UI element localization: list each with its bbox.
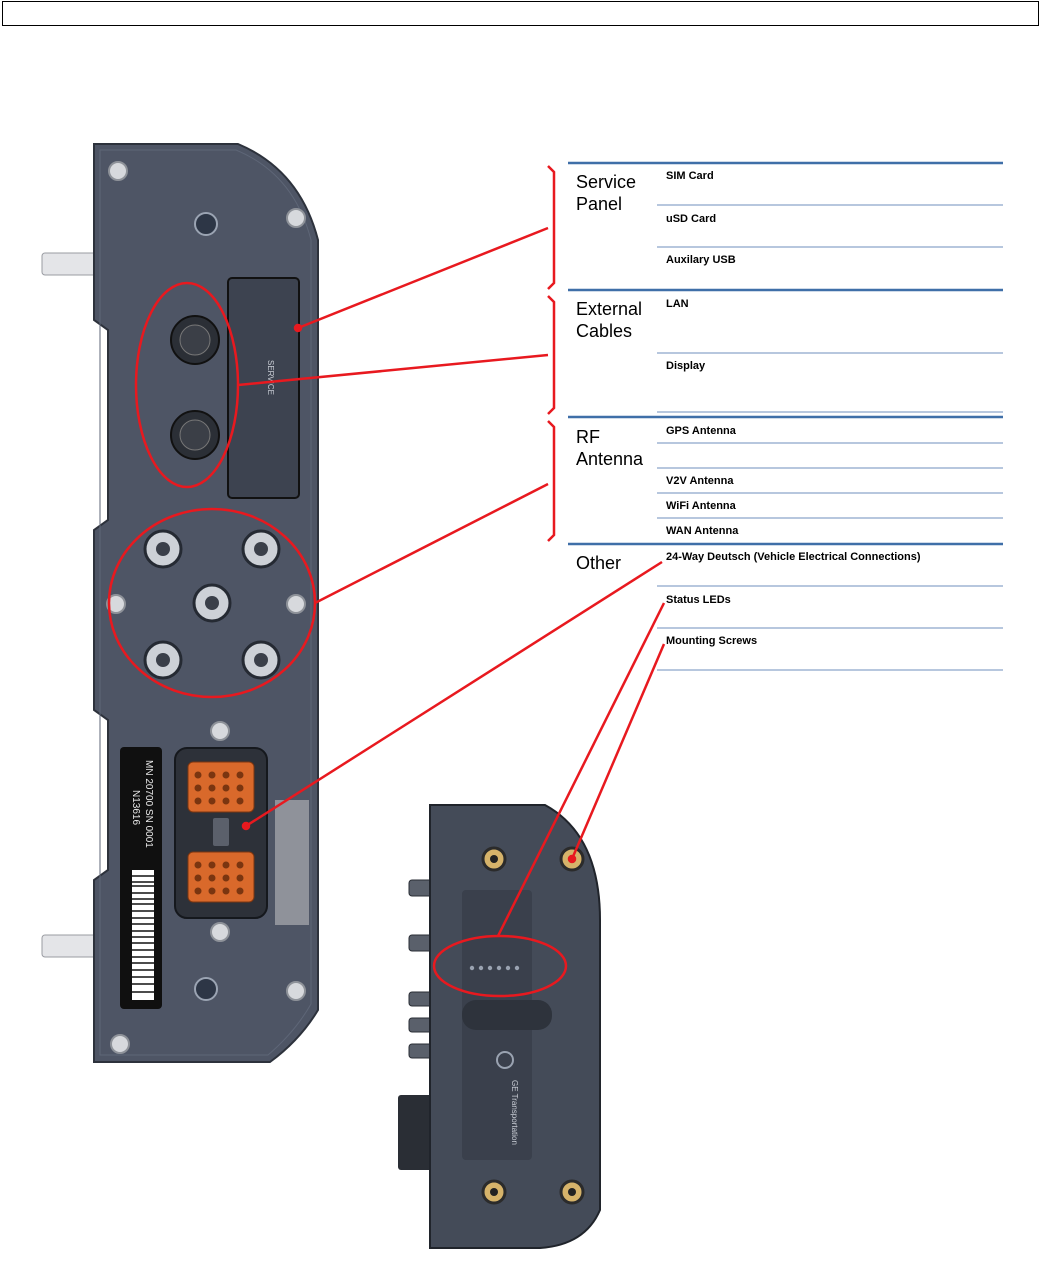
item-gps-antenna: GPS Antenna (666, 425, 736, 437)
sticker-model-text: MN 20700 SN 0001 (143, 760, 154, 848)
item-wan-antenna: WAN Antenna (666, 525, 738, 537)
category-external-cables: External Cables (576, 298, 642, 342)
mounting-pin-top (42, 253, 96, 275)
front-panel: SERVICE MN 20700 SN 0001 N13616 (42, 144, 318, 1062)
item-wifi-antenna: WiFi Antenna (666, 500, 736, 512)
item-deutsch-connector: 24-Way Deutsch (Vehicle Electrical Conne… (666, 551, 921, 563)
item-usd-card: uSD Card (666, 213, 716, 225)
bracket-external (548, 296, 554, 414)
item-lan: LAN (666, 298, 689, 310)
brand-text: GE Transportation (510, 1080, 519, 1145)
bracket-rf (548, 421, 554, 541)
sticker-code-text: N13616 (130, 790, 141, 825)
item-status-leds: Status LEDs (666, 594, 731, 606)
label-pad (275, 800, 309, 925)
category-rf-antenna: RF Antenna (576, 426, 643, 470)
item-auxilary-usb: Auxilary USB (666, 254, 736, 266)
barcode (132, 870, 154, 1000)
bracket-service (548, 166, 554, 289)
mounting-pin-bottom (42, 935, 96, 957)
display-connector (171, 411, 219, 459)
item-sim-card: SIM Card (666, 170, 714, 182)
item-v2v-antenna: V2V Antenna (666, 475, 733, 487)
side-view: GE Transportation (398, 805, 600, 1248)
category-service-panel: Service Panel (576, 171, 636, 215)
legend-dividers (568, 163, 1003, 670)
item-display: Display (666, 360, 705, 372)
service-panel-label: SERVICE (266, 360, 275, 395)
lan-connector (171, 316, 219, 364)
category-other: Other (576, 552, 621, 574)
item-mounting-screws: Mounting Screws (666, 635, 757, 647)
deutsch-connector (175, 748, 267, 918)
